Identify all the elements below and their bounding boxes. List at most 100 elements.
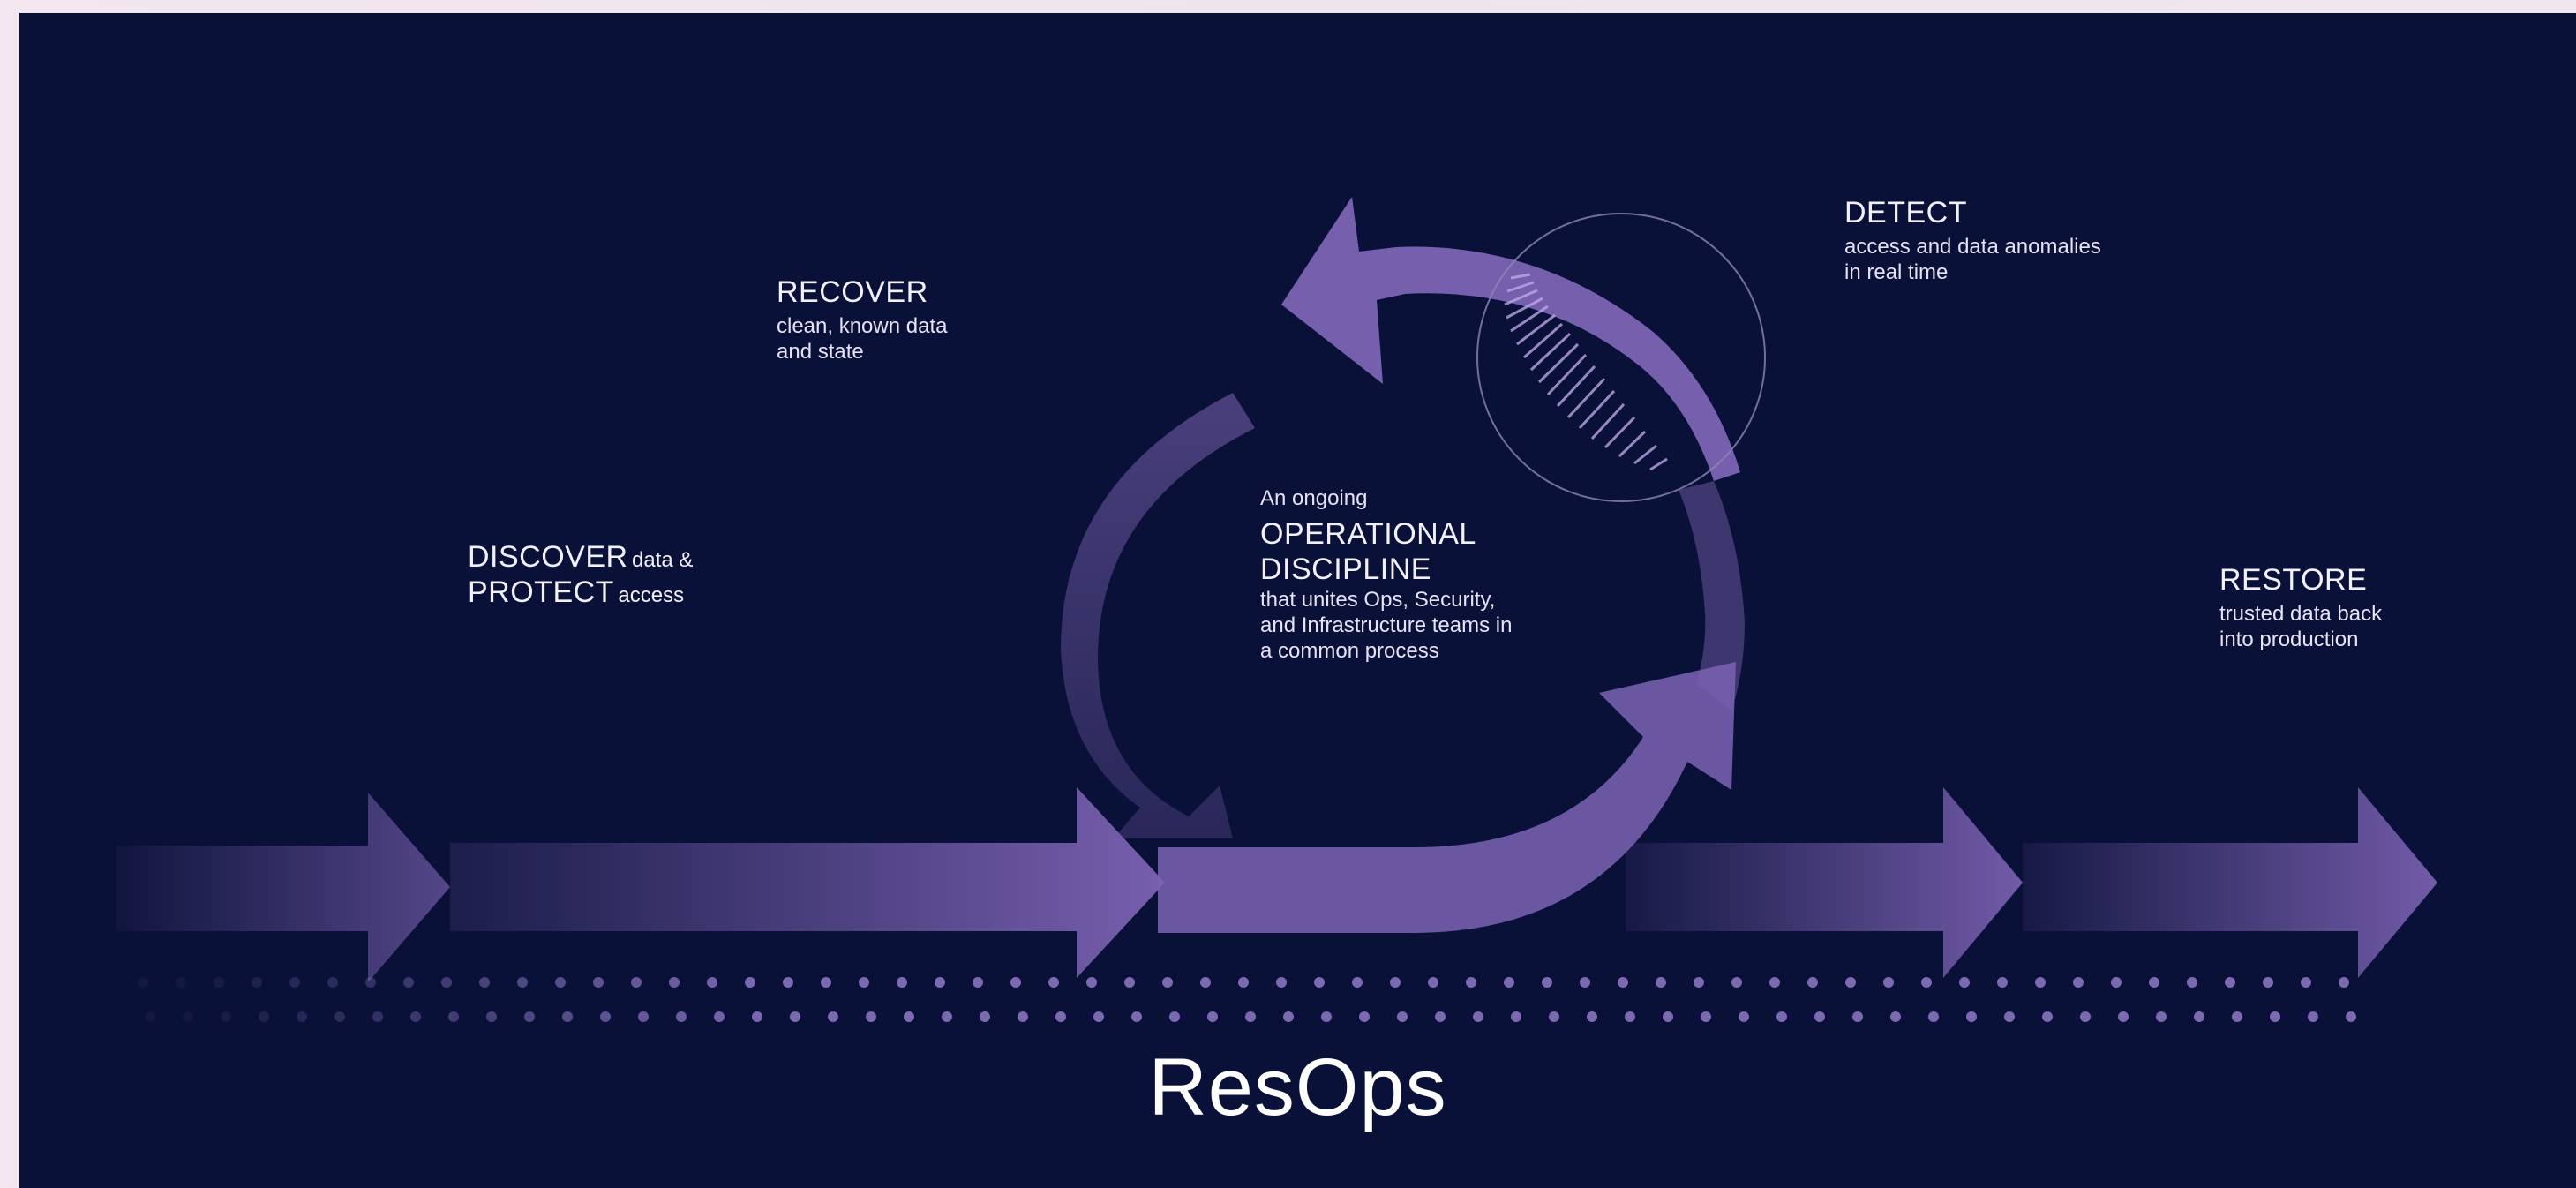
dot — [448, 1011, 459, 1022]
recover-desc-line-1: clean, known data — [777, 314, 948, 338]
dot — [2232, 1011, 2242, 1022]
dot — [1359, 1011, 1370, 1022]
dot — [183, 1011, 193, 1022]
dot — [1928, 1011, 1939, 1022]
dot — [638, 1011, 649, 1022]
dot — [904, 1011, 914, 1022]
dot — [486, 1011, 497, 1022]
dot — [2339, 977, 2349, 988]
diagram-panel: RECOVER clean, known data and state DETE… — [19, 13, 2576, 1188]
dot — [1580, 977, 1590, 988]
dot — [1086, 977, 1097, 988]
dot — [176, 977, 186, 988]
dot — [2225, 977, 2235, 988]
dot — [1276, 977, 1287, 988]
dot — [479, 977, 490, 988]
dot — [1694, 977, 1704, 988]
dot — [942, 1011, 952, 1022]
dot — [783, 977, 793, 988]
dot — [2004, 1011, 2015, 1022]
dot — [1587, 1011, 1597, 1022]
dot — [289, 977, 300, 988]
dot — [676, 1011, 687, 1022]
dot-row-top — [138, 977, 2349, 988]
dot — [2301, 977, 2311, 988]
dot — [1048, 977, 1059, 988]
dot — [1473, 1011, 1483, 1022]
stage-detect: DETECT access and data anomalies in real… — [1844, 195, 2101, 285]
dot — [555, 977, 566, 988]
dot — [2346, 1011, 2356, 1022]
dot — [327, 977, 338, 988]
dot — [1883, 977, 1894, 988]
stage-recover: RECOVER clean, known data and state — [777, 274, 947, 365]
dot — [1769, 977, 1780, 988]
dot — [707, 977, 717, 988]
dot — [1162, 977, 1173, 988]
center-intro: An ongoing — [1260, 486, 1368, 510]
dot — [1731, 977, 1742, 988]
recover-title: RECOVER — [777, 275, 928, 309]
protect-suffix: access — [618, 583, 685, 607]
dot — [1238, 977, 1249, 988]
dot — [714, 1011, 725, 1022]
stage-discover-protect: DISCOVER data & PROTECT access — [468, 539, 693, 610]
dot — [2187, 977, 2197, 988]
discover-suffix: data & — [632, 548, 694, 572]
dot — [1997, 977, 2008, 988]
dot — [2156, 1011, 2167, 1022]
dot — [138, 977, 148, 988]
dot — [259, 1011, 269, 1022]
dot — [1511, 1011, 1521, 1022]
dot — [1428, 977, 1438, 988]
dot — [2270, 1011, 2280, 1022]
dot — [593, 977, 604, 988]
restore-desc-line-1: trusted data back — [2219, 602, 2383, 626]
diagram-graphics — [116, 197, 2437, 1022]
dot — [1200, 977, 1211, 988]
dot — [631, 977, 642, 988]
dot — [2118, 1011, 2129, 1022]
dot — [1352, 977, 1363, 988]
dot — [1656, 977, 1666, 988]
dot — [828, 1011, 838, 1022]
dot — [1131, 1011, 1142, 1022]
dot — [973, 977, 983, 988]
discover-line: DISCOVER data & — [468, 539, 693, 575]
detect-desc-line-1: access and data anomalies — [1844, 235, 2101, 259]
dot — [1314, 977, 1325, 988]
dot — [1921, 977, 1932, 988]
dot — [2149, 977, 2159, 988]
dot — [2111, 977, 2122, 988]
center-desc-line-3: a common process — [1260, 639, 1439, 663]
dot — [1739, 1011, 1749, 1022]
dot — [334, 1011, 345, 1022]
detect-desc-line-2: in real time — [1844, 260, 1949, 284]
dot — [2263, 977, 2273, 988]
arrow-segment-1 — [116, 793, 450, 982]
dot — [1966, 1011, 1977, 1022]
dot — [1776, 1011, 1787, 1022]
dot — [669, 977, 680, 988]
arrow-segment-4 — [2023, 787, 2437, 978]
brand-title: ResOps — [1148, 1042, 1447, 1132]
dot — [1169, 1011, 1180, 1022]
dot — [524, 1011, 535, 1022]
dot — [410, 1011, 421, 1022]
dot — [1845, 977, 1856, 988]
recover-desc-line-2: and state — [777, 340, 864, 364]
dot — [1466, 977, 1476, 988]
center-desc-line-1: that unites Ops, Security, — [1260, 588, 1496, 612]
dot — [745, 977, 755, 988]
dot — [1549, 1011, 1559, 1022]
dot — [1959, 977, 1970, 988]
center-description: An ongoing OPERATIONAL DISCIPLINE that u… — [1260, 485, 1512, 664]
dot — [365, 977, 376, 988]
restore-title: RESTORE — [2219, 563, 2368, 597]
dot — [1245, 1011, 1256, 1022]
dot — [1435, 1011, 1446, 1022]
dot — [1618, 977, 1628, 988]
dot — [935, 977, 945, 988]
dot — [297, 1011, 307, 1022]
center-desc-line-2: and Infrastructure teams in — [1260, 613, 1513, 637]
